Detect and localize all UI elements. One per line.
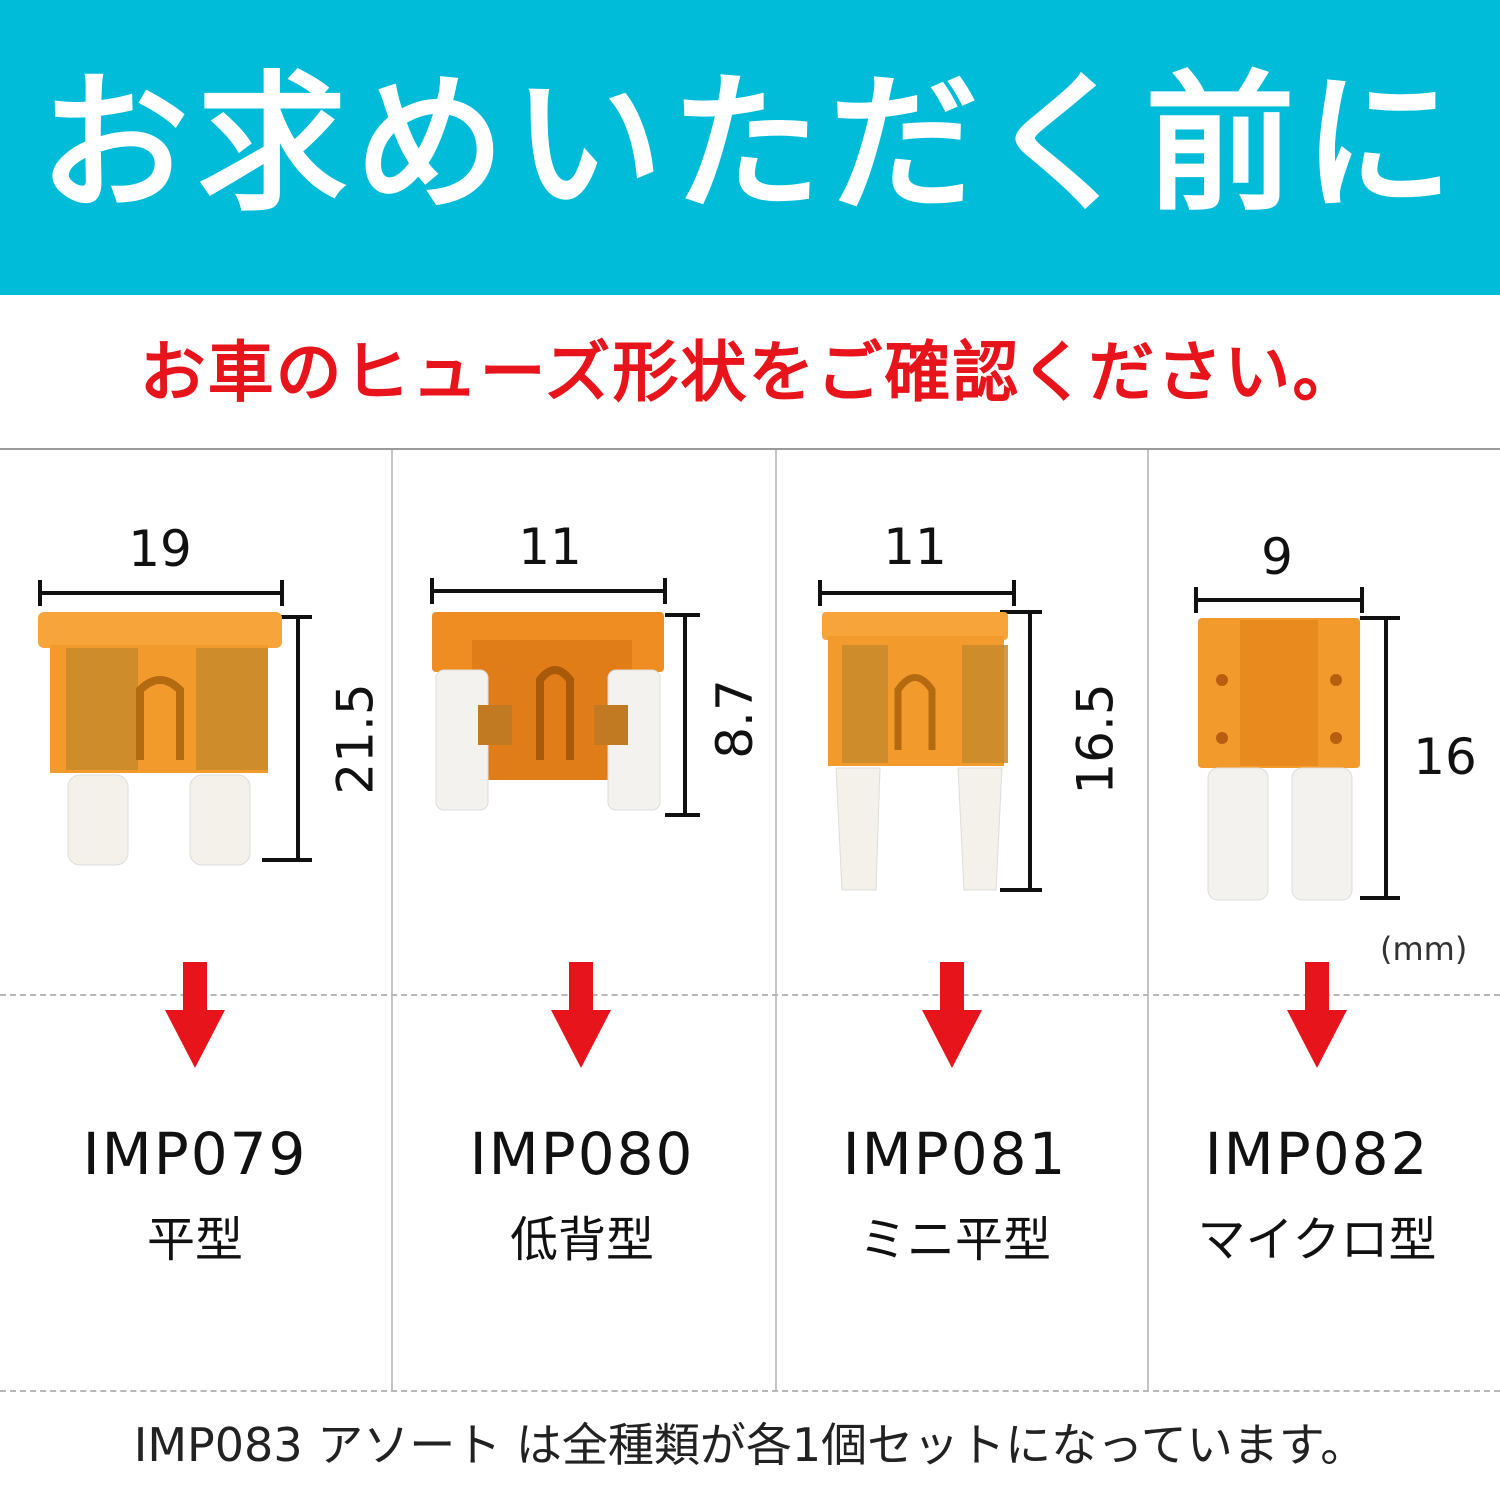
width-dimension: 11	[883, 518, 947, 576]
width-dimension: 19	[128, 520, 192, 578]
unit-label: (mm)	[1380, 930, 1468, 968]
down-arrow-icon	[165, 962, 225, 1068]
page-title: お求めいただく前に	[38, 58, 1461, 232]
height-dimension: 16.5	[1066, 683, 1125, 795]
down-arrow-icon	[1287, 962, 1347, 1068]
fuse-image	[818, 580, 1042, 892]
product-code: IMP080	[469, 1120, 695, 1188]
subtitle: お車のヒューズ形状をご確認ください。	[139, 334, 1361, 411]
fuse-type: 平型	[146, 1212, 243, 1268]
height-dimension: 16	[1413, 728, 1477, 786]
product-code: IMP082	[1204, 1120, 1430, 1188]
down-arrow-icon	[551, 962, 611, 1068]
column-divider	[391, 450, 393, 1390]
column-divider	[775, 450, 777, 1390]
fuse-image	[1194, 587, 1400, 901]
down-arrow-icon	[922, 962, 982, 1068]
footer-note: IMP083 アソート は全種類が各1個セットになっています。	[133, 1418, 1367, 1472]
height-dimension: 8.7	[706, 679, 764, 759]
dashed-divider	[0, 1390, 1500, 1392]
fuse-comparison-panel	[0, 448, 1500, 1392]
width-dimension: 11	[518, 518, 582, 576]
fuse-type: マイクロ型	[1197, 1212, 1437, 1268]
fuse-image	[430, 578, 700, 817]
fuse-type: ミニ平型	[858, 1212, 1051, 1268]
fuse-type: 低背型	[509, 1212, 654, 1268]
product-code: IMP081	[842, 1120, 1068, 1188]
dashed-divider	[0, 994, 1500, 996]
width-dimension: 9	[1261, 528, 1293, 586]
product-code: IMP079	[82, 1120, 308, 1188]
column-divider	[1147, 450, 1149, 1390]
fuse-image	[38, 580, 312, 866]
header-banner	[0, 0, 1500, 295]
height-dimension: 21.5	[326, 683, 385, 795]
